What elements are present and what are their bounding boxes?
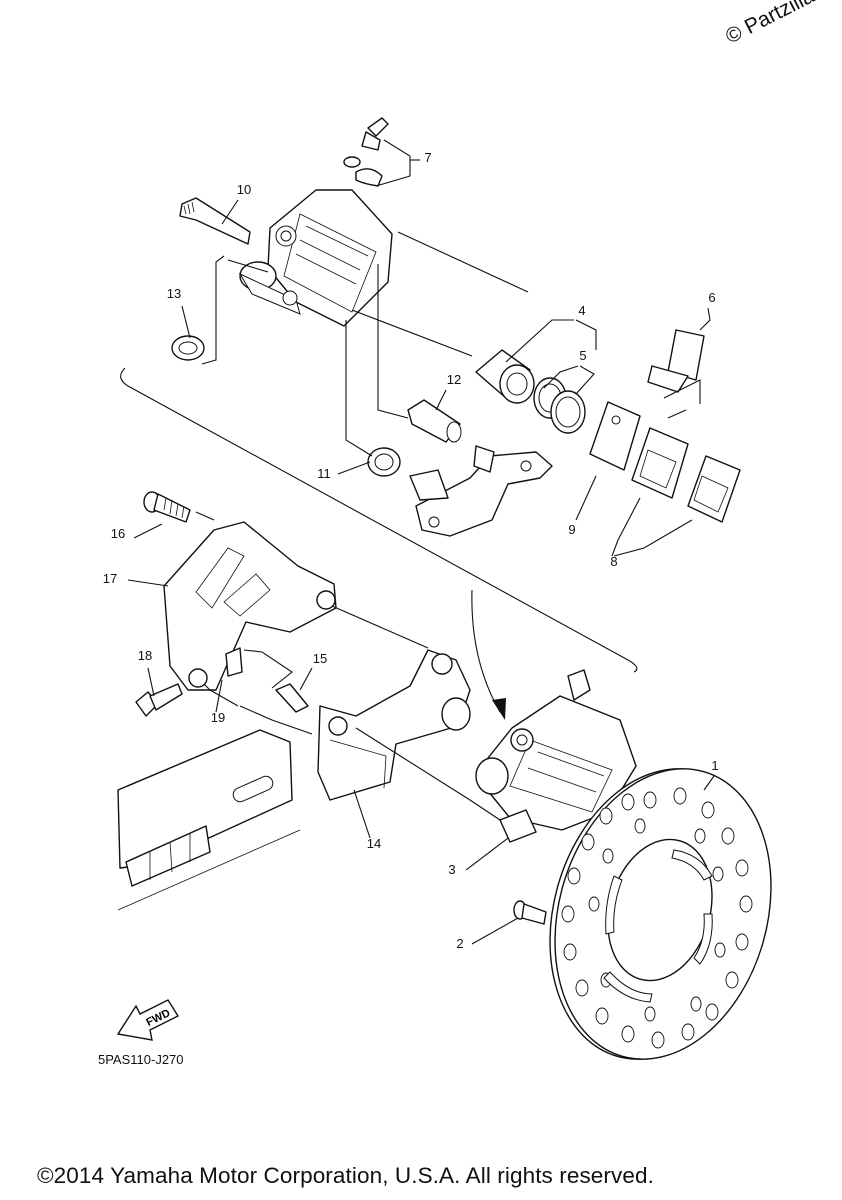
callout-1: 1	[711, 758, 718, 773]
callout-4: 4	[578, 303, 585, 318]
forward-arrow-icon: FWD	[116, 999, 180, 1041]
callout-19: 19	[211, 710, 225, 725]
assembly-arrow	[471, 589, 501, 713]
callout-18: 18	[138, 648, 152, 663]
swingarm	[117, 729, 301, 911]
part-bolt-15[interactable]	[275, 683, 309, 713]
part-brake-pads[interactable]	[631, 427, 741, 523]
callout-6: 6	[708, 290, 715, 305]
part-bleeder-screw[interactable]	[343, 117, 389, 187]
diagram-code: 5PAS110-J270	[98, 1052, 184, 1067]
callout-16: 16	[111, 526, 125, 541]
part-caliper-bracket-arm[interactable]	[317, 649, 471, 801]
callout-11: 11	[317, 466, 331, 481]
part-caliper-assembly[interactable]	[475, 669, 637, 843]
part-bolt-18[interactable]	[135, 683, 183, 717]
callout-13: 13	[167, 286, 181, 301]
part-brake-disc[interactable]	[517, 743, 804, 1085]
assembly-bracket-line	[120, 367, 638, 673]
assembly-path-lines	[195, 231, 701, 821]
part-caliper-guard[interactable]	[163, 521, 337, 691]
part-piston-seals[interactable]	[533, 377, 586, 434]
callout-10: 10	[237, 182, 251, 197]
part-pad-spring[interactable]	[647, 329, 705, 393]
callout-3: 3	[448, 862, 455, 877]
callout-2: 2	[456, 936, 463, 951]
part-clip[interactable]	[225, 647, 243, 677]
callout-8: 8	[610, 554, 617, 569]
callout-15: 15	[313, 651, 327, 666]
part-bolt-16[interactable]	[143, 491, 191, 523]
callout-7: 7	[424, 150, 431, 165]
part-pad-shim[interactable]	[589, 401, 641, 471]
part-dust-boot[interactable]	[171, 335, 205, 361]
callout-17: 17	[103, 571, 117, 586]
callout-leaders	[127, 139, 715, 945]
part-pin-bolt[interactable]	[407, 399, 462, 443]
assembly-arrowhead	[492, 698, 506, 720]
part-pin-boot[interactable]	[367, 447, 401, 477]
part-caliper-body-exploded[interactable]	[238, 189, 393, 327]
part-disc-bolt[interactable]	[513, 900, 547, 925]
part-piston[interactable]	[475, 349, 535, 404]
callout-9: 9	[568, 522, 575, 537]
part-slide-pin[interactable]	[179, 197, 251, 245]
callout-5: 5	[579, 348, 586, 363]
callout-14: 14	[367, 836, 381, 851]
part-caliper-bracket-exploded[interactable]	[409, 445, 553, 537]
copyright-notice: ©2014 Yamaha Motor Corporation, U.S.A. A…	[37, 1163, 654, 1188]
callout-12: 12	[447, 372, 461, 387]
